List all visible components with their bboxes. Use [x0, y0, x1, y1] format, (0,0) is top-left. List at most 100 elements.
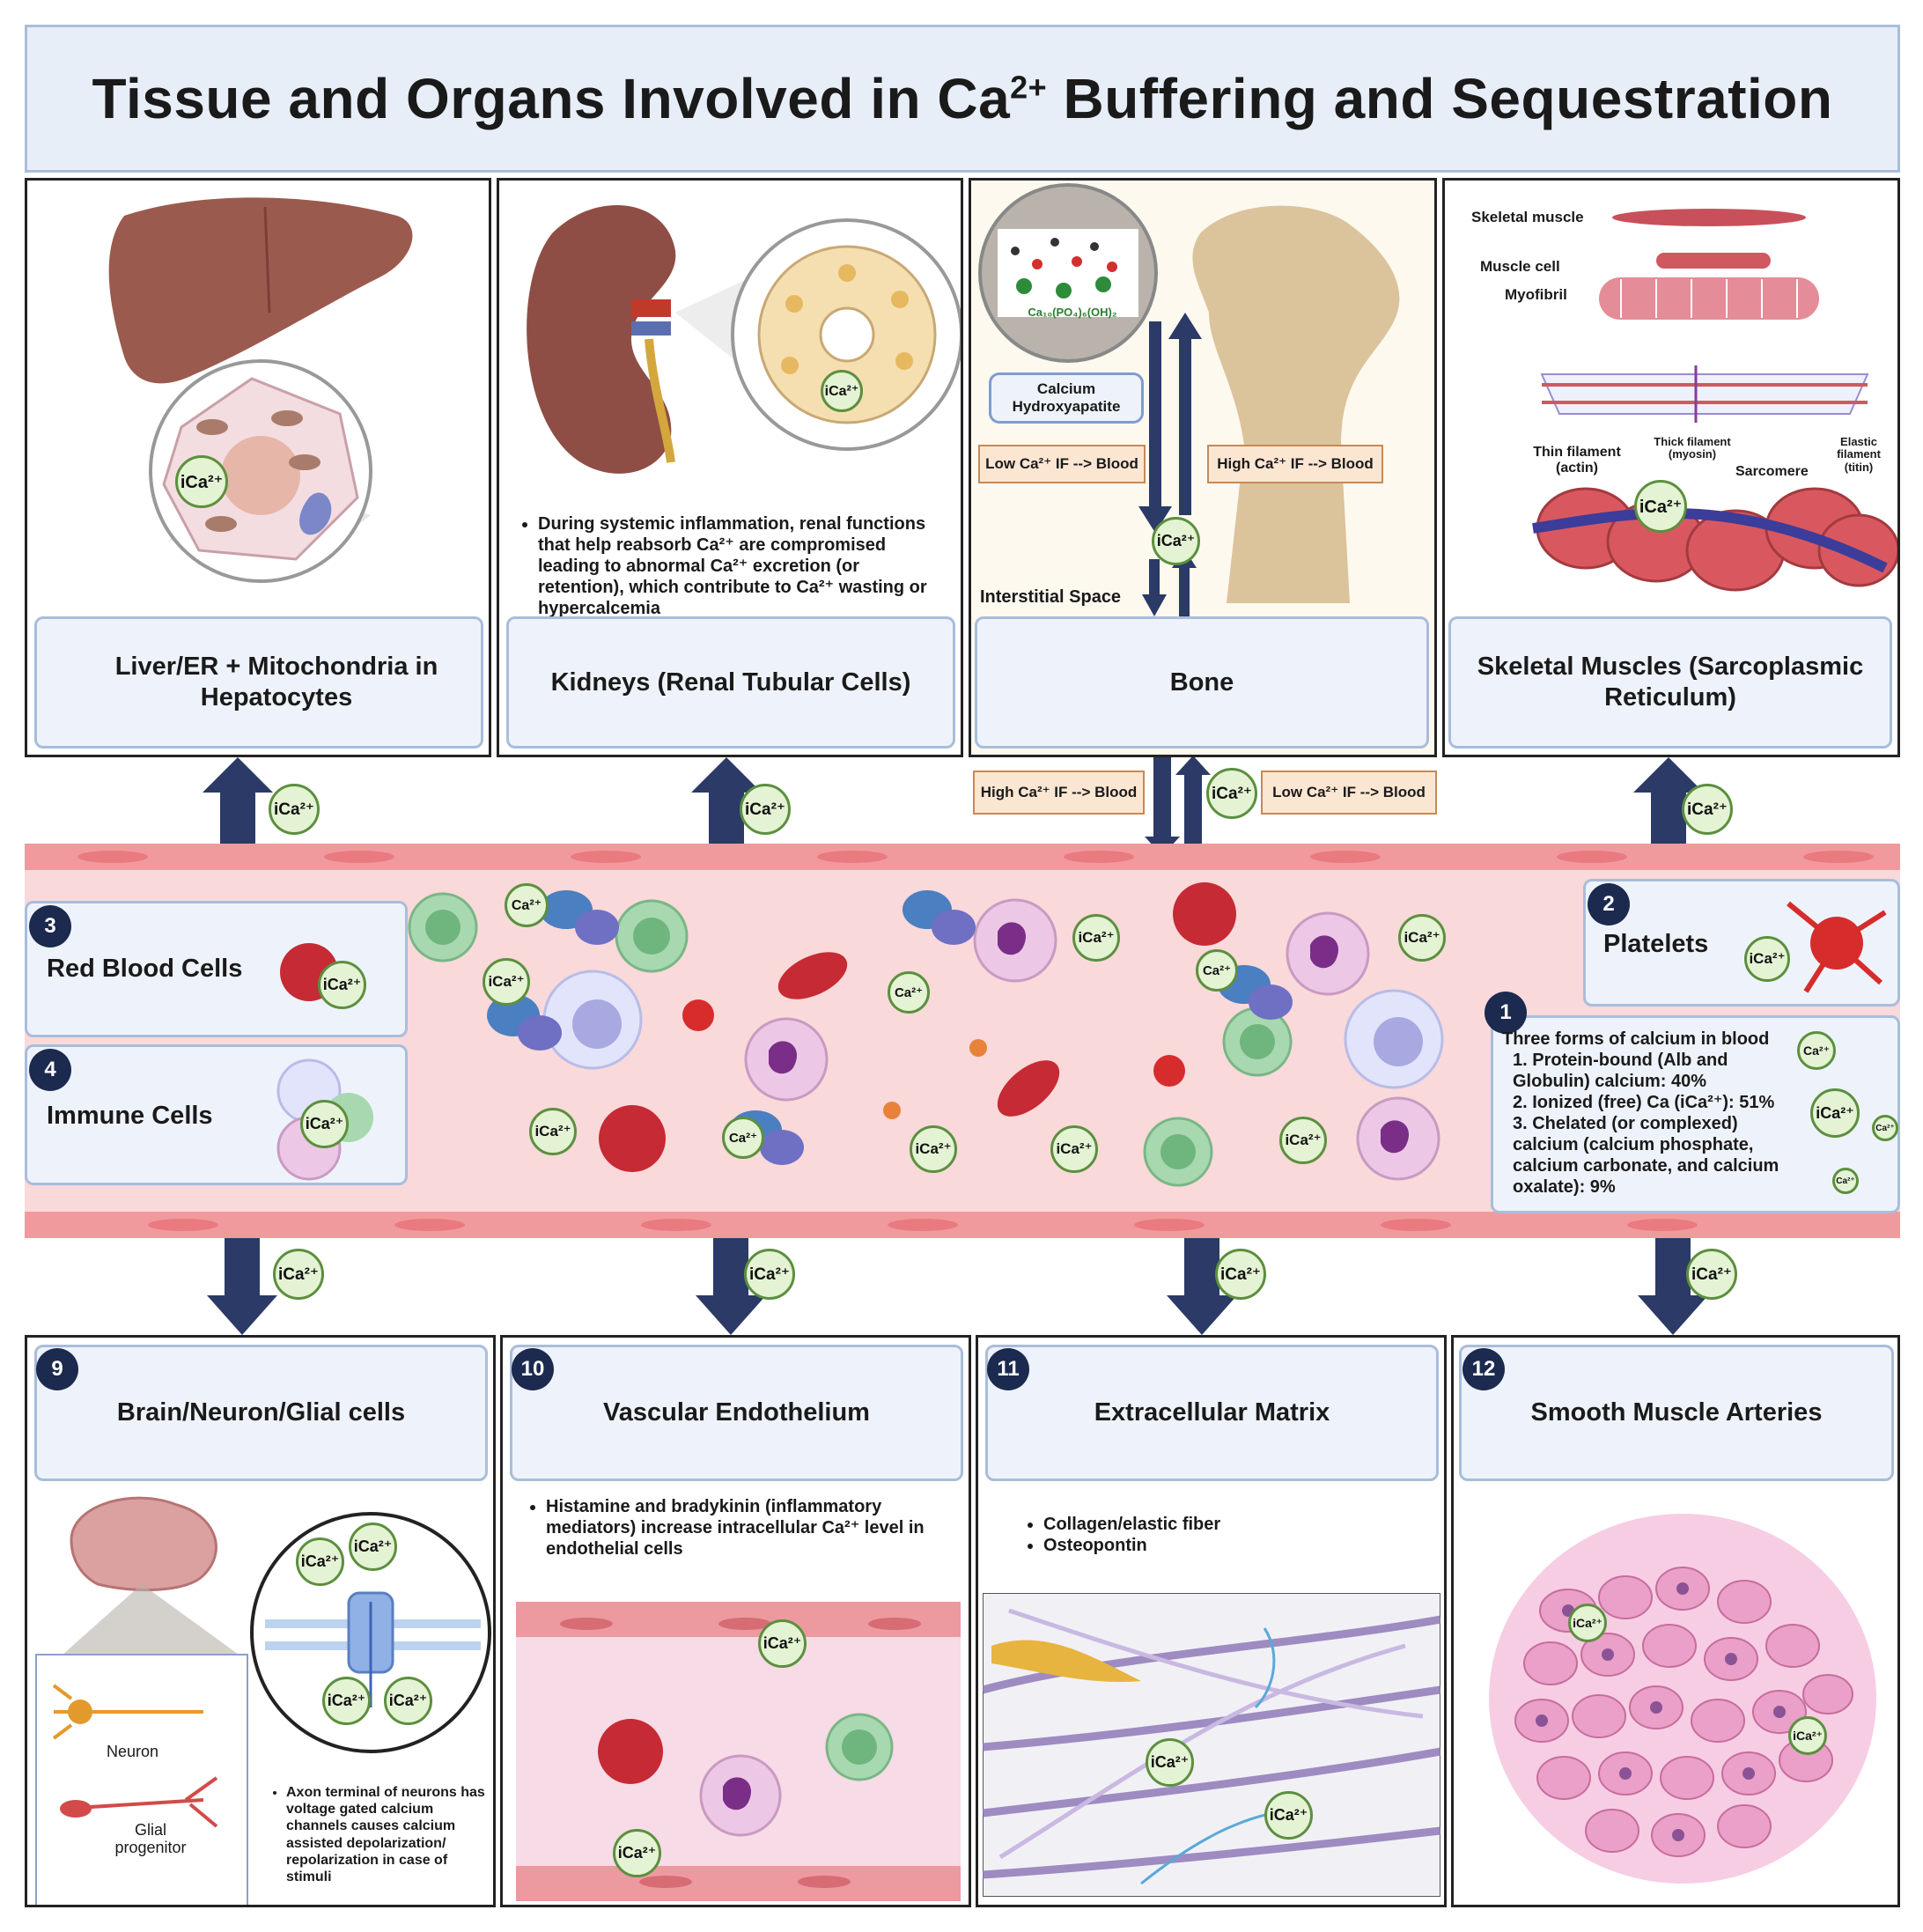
ica-badge: iCa²⁺ — [1788, 1716, 1827, 1755]
panel-number: 1 — [1485, 992, 1527, 1034]
ica-badge: iCa²⁺ — [1050, 1125, 1098, 1173]
label-myofibril: Myofibril — [1505, 286, 1567, 303]
label-neuron: Neuron — [107, 1743, 159, 1760]
ica-badge: iCa²⁺ — [1279, 1117, 1327, 1164]
panel-extracellular-matrix: Extracellular Matrix 11 Collagen/elastic… — [976, 1335, 1447, 1907]
panel-number: 11 — [987, 1348, 1029, 1390]
panel-smooth-muscle: Smooth Muscle Arteries 12 iCa²⁺ iCa²⁺ — [1451, 1335, 1900, 1907]
liver-illustration — [108, 197, 413, 583]
ca-badge: Ca²⁺ — [1196, 949, 1238, 992]
ca-badge: Ca²⁺ — [505, 883, 549, 927]
calcium-form-item: 1. Protein-bound (Alb and Globulin) calc… — [1513, 1051, 1728, 1091]
ica-badge: iCa²⁺ — [1152, 517, 1200, 565]
label-sarcomere: Sarcomere — [1735, 464, 1809, 479]
label-glial: Glial progenitor — [114, 1821, 187, 1856]
ica-badge: iCa²⁺ — [1744, 936, 1790, 982]
panel-number: 3 — [29, 905, 71, 948]
panel-brain: Brain/Neuron/Glial cells 9 iCa²⁺ iCa²⁺ i… — [25, 1335, 496, 1907]
panel-label-smooth-muscle: Smooth Muscle Arteries — [1459, 1345, 1894, 1481]
panel-label-liver: Liver/ER + Mitochondria in Hepatocytes — [34, 616, 483, 748]
label-thick-filament: Thick filament (myosin) — [1654, 435, 1731, 461]
box-platelets: 2 Platelets iCa²⁺ — [1583, 879, 1900, 1007]
ca-badge: Ca²⁺ — [1872, 1115, 1898, 1141]
ica-badge: iCa²⁺ — [1072, 914, 1120, 962]
calcium-form-item: 3. Chelated (or complexed) calcium (calc… — [1513, 1114, 1779, 1197]
ica-badge: iCa²⁺ — [273, 1249, 324, 1300]
panel-label-ecm: Extracellular Matrix — [985, 1345, 1439, 1481]
label-skeletal-muscle: Skeletal muscle — [1471, 209, 1584, 225]
calcium-forms-heading: Three forms of calcium in blood — [1502, 1029, 1770, 1049]
ica-badge: iCa²⁺ — [296, 1537, 344, 1586]
ica-badge: iCa²⁺ — [1686, 1249, 1737, 1300]
ica-badge: iCa²⁺ — [758, 1619, 807, 1668]
ica-badge: iCa²⁺ — [740, 784, 791, 835]
panel-number: 9 — [36, 1348, 78, 1390]
ica-badge: iCa²⁺ — [1682, 784, 1733, 835]
panel-label-kidney: Kidneys (Renal Tubular Cells) — [506, 616, 955, 748]
label-muscle-cell: Muscle cell — [1480, 258, 1560, 275]
panel-label-brain: Brain/Neuron/Glial cells — [34, 1345, 488, 1481]
vessel-section-illustration — [516, 1602, 961, 1901]
panel-number: 12 — [1463, 1348, 1505, 1390]
ica-badge: iCa²⁺ — [349, 1523, 397, 1571]
ca-badge: Ca²⁺ — [722, 1117, 764, 1159]
low-ca-tag-mid: Low Ca²⁺ IF --> Blood — [1261, 771, 1437, 815]
blood-vessel: iCa²⁺ iCa²⁺ iCa²⁺ iCa²⁺ iCa²⁺ iCa²⁺ iCa²… — [25, 844, 1900, 1238]
ica-badge: iCa²⁺ — [300, 1100, 349, 1148]
ecm-note: Osteopontin — [1043, 1535, 1418, 1556]
label-platelets: Platelets — [1603, 930, 1709, 958]
calcium-form-item: 2. Ionized (free) Ca (iCa²⁺): 51% — [1513, 1093, 1775, 1112]
box-immune-cells: 4 Immune Cells iCa²⁺ — [25, 1044, 408, 1185]
ica-badge: iCa²⁺ — [1264, 1791, 1313, 1840]
vascular-note: Histamine and bradykinin (inflammatory m… — [546, 1496, 947, 1560]
ica-badge: iCa²⁺ — [529, 1108, 577, 1155]
panel-liver: iCa²⁺ 8 Liver/ER + Mitochondria in Hepat… — [25, 178, 491, 757]
ica-badge: iCa²⁺ — [322, 1677, 371, 1725]
ica-badge: iCa²⁺ — [613, 1829, 661, 1877]
ica-badge: iCa²⁺ — [483, 958, 530, 1006]
bone-illustration — [978, 183, 1400, 604]
ica-badge: iCa²⁺ — [318, 961, 366, 1009]
ica-badge: iCa²⁺ — [384, 1677, 432, 1725]
panel-number: 2 — [1588, 883, 1630, 925]
ica-badge: iCa²⁺ — [1146, 1738, 1194, 1787]
ica-badge: iCa²⁺ — [175, 455, 228, 508]
ca-badge: Ca²⁺ — [1797, 1031, 1836, 1070]
ica-badge: iCa²⁺ — [1398, 914, 1446, 962]
box-red-blood-cells: 3 Red Blood Cells iCa²⁺ — [25, 901, 408, 1037]
ca-badge: Ca²⁺ — [1832, 1168, 1859, 1194]
ica-badge: iCa²⁺ — [1634, 480, 1687, 533]
ica-badge: iCa²⁺ — [1215, 1249, 1266, 1300]
ca-badge: Ca²⁺ — [888, 971, 930, 1014]
smooth-muscle-illustration — [1489, 1514, 1876, 1884]
high-ca-tag: High Ca²⁺ IF --> Blood — [1207, 445, 1383, 483]
ica-badge: iCa²⁺ — [744, 1249, 795, 1300]
kidney-illustration — [527, 204, 961, 474]
panel-label-bone: Bone — [975, 616, 1429, 748]
panel-kidney: iCa²⁺ During systemic inflammation, rena… — [497, 178, 963, 757]
ica-badge: iCa²⁺ — [269, 784, 320, 835]
ica-badge: iCa²⁺ — [1568, 1604, 1607, 1642]
page-title: Tissue and Organs Involved in Ca2+ Buffe… — [92, 67, 1833, 130]
hydroxyapatite-formula: Ca₁₀(PO₄)₆(OH)₂ — [1028, 306, 1117, 319]
label-elastic-filament: Elastic filament (titin) — [1837, 435, 1881, 474]
label-thin-filament: Thin filament (actin) — [1533, 445, 1621, 476]
up-arrows — [203, 757, 1704, 845]
kidney-note: During systemic inflammation, renal func… — [538, 513, 948, 619]
panel-label-vascular: Vascular Endothelium — [510, 1345, 963, 1481]
label-immune-cells: Immune Cells — [47, 1102, 213, 1130]
ecm-illustration — [983, 1593, 1440, 1897]
title-bar: Tissue and Organs Involved in Ca2+ Buffe… — [25, 25, 1900, 173]
hydroxyapatite-label: Calcium Hydroxyapatite — [989, 372, 1144, 424]
bone-exchange-arrows — [1138, 313, 1202, 616]
box-calcium-forms: 1 Three forms of calcium in blood 1. Pro… — [1485, 992, 1900, 1213]
brain-note: Axon terminal of neurons has voltage gat… — [286, 1784, 490, 1885]
ica-badge: iCa²⁺ — [1810, 1088, 1860, 1138]
ecm-note: Collagen/elastic fiber — [1043, 1514, 1418, 1535]
panel-number: 10 — [512, 1348, 554, 1390]
interstitial-space-label: Interstitial Space — [980, 587, 1122, 607]
low-ca-tag: Low Ca²⁺ IF --> Blood — [978, 445, 1146, 483]
high-ca-tag-mid: High Ca²⁺ IF --> Blood — [973, 771, 1145, 815]
label-red-blood-cells: Red Blood Cells — [47, 955, 243, 983]
ica-badge: iCa²⁺ — [910, 1125, 957, 1173]
